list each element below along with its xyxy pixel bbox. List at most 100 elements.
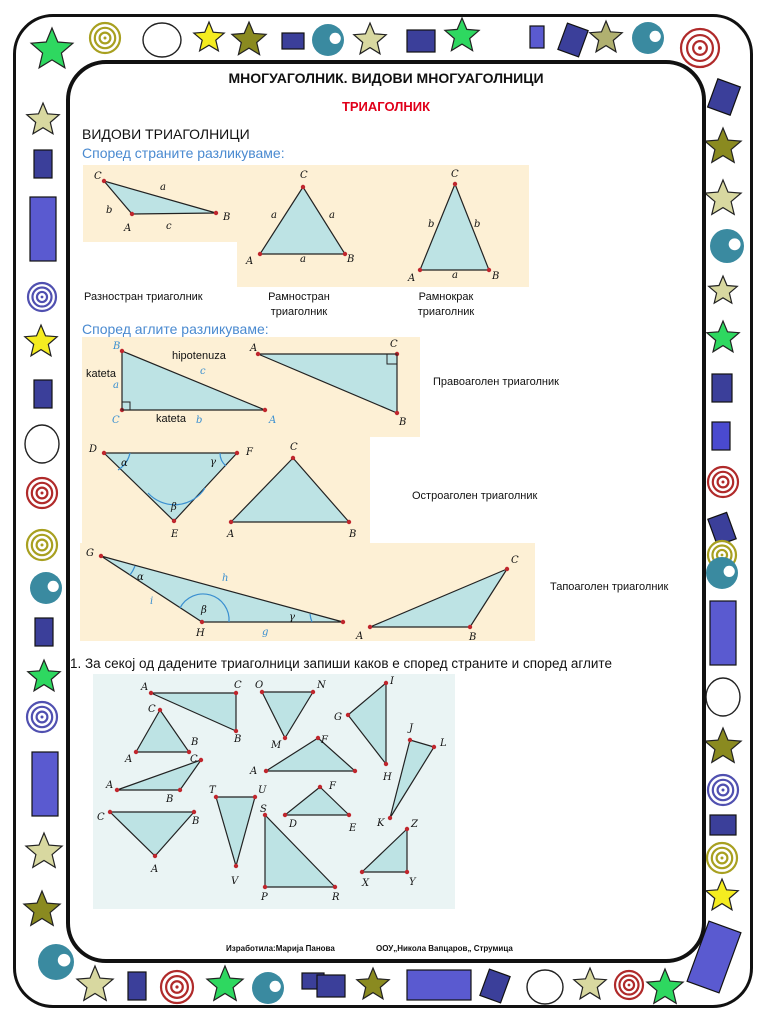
spiral-ring: [31, 286, 53, 308]
vertex-dot: [129, 211, 135, 217]
spiral-ring: [720, 553, 724, 557]
rectangle-icon: [686, 920, 742, 994]
exercise-triangle-11: [264, 813, 337, 888]
vertex-dot: [282, 812, 288, 818]
side-label: b: [428, 219, 434, 230]
vertex-dot: [359, 869, 365, 875]
star-icon: [29, 26, 75, 70]
rectangle-icon: [127, 971, 147, 1001]
shell-inner: [649, 30, 661, 42]
shell-icon: [312, 24, 344, 56]
label-equilateral: Рамностран триаголник: [268, 291, 330, 318]
angle-label: γ: [210, 457, 216, 468]
star-icon: [588, 19, 624, 54]
star-icon: [704, 877, 740, 912]
exercise-triangle-2: [134, 708, 191, 753]
vertex-dot: [315, 735, 321, 741]
spiral-ring: [622, 978, 636, 992]
rectangle-icon: [33, 149, 53, 179]
exercise-triangle-1: [150, 692, 237, 732]
shell-inner: [269, 980, 281, 993]
exercise-vertex-label: B: [191, 816, 199, 827]
triangle-equilateral: [258, 185, 347, 255]
vertex-dot: [300, 184, 306, 190]
section-heading: ВИДОВИ ТРИАГОЛНИЦИ: [82, 126, 250, 142]
exercise-vertex-label: Y: [409, 877, 417, 888]
triangle-isosceles: [419, 182, 490, 271]
vertex-dot: [133, 749, 139, 755]
vertex-dot: [345, 712, 351, 718]
vertex-dot: [101, 178, 107, 184]
vertex-label: A: [226, 529, 234, 540]
spiral-ring: [720, 856, 724, 860]
exercise-vertex-label: B: [233, 734, 241, 745]
exercise-vertex-label: O: [255, 680, 263, 691]
spiral-ring: [30, 481, 54, 505]
spiral-icon: [88, 21, 122, 55]
rectangle-icon: [706, 78, 742, 116]
spiral-ring: [627, 983, 631, 987]
label-acute: Остроаголен триаголник: [412, 490, 538, 502]
vertex-label: C: [511, 555, 519, 566]
spiral-icon: [25, 528, 59, 562]
vertex-dot: [346, 519, 352, 525]
vertex-label: B: [348, 529, 356, 540]
spiral-ring: [103, 36, 107, 40]
vertex-label: C: [390, 339, 398, 350]
rectangle-icon: [281, 32, 305, 50]
spiral-ring: [721, 788, 725, 792]
side-label: b: [196, 415, 202, 426]
vertex-dot: [101, 450, 107, 456]
angle-arc-alpha: [129, 565, 136, 576]
rectangle-icon: [31, 751, 59, 817]
exercise-vertex-label: C: [97, 812, 105, 823]
spiral-ring: [35, 538, 49, 552]
vertex-dot: [404, 869, 410, 875]
exercise-vertex-label: Z: [410, 819, 419, 830]
exercise-triangle-7: [389, 739, 435, 819]
angle-label: γ: [289, 612, 295, 623]
vertex-dot: [152, 853, 158, 859]
vertex-dot: [310, 689, 316, 695]
label-scalene: Разностран триаголник: [84, 291, 203, 303]
exercise-vertex-label: L: [439, 738, 447, 749]
rectangle-icon: [406, 29, 436, 53]
shell-icon: [706, 557, 738, 589]
star-icon: [230, 20, 268, 56]
star-icon: [26, 658, 62, 693]
outer-frame: [13, 14, 753, 1008]
spiral-ring: [175, 985, 179, 989]
rectangle-icon: [709, 600, 737, 666]
shell-icon: [38, 944, 74, 980]
exercise-triangle-6: [263, 737, 357, 772]
side-label: b: [474, 219, 480, 230]
star-icon: [23, 323, 59, 358]
shell-icon: [252, 972, 284, 1004]
vertex-label: B: [112, 341, 120, 352]
vertex-label: B: [468, 632, 476, 643]
side-label: b: [106, 205, 112, 216]
shell-inner: [57, 953, 71, 967]
exercise-vertex-label: R: [331, 892, 340, 903]
vertex-label: A: [123, 223, 131, 234]
vertex-label: G: [86, 548, 94, 559]
exercise-vertex-label: B: [190, 737, 198, 748]
vertex-dot: [255, 351, 261, 357]
exercise-vertex-label: I: [389, 676, 395, 687]
vertex-dot: [107, 809, 113, 815]
oval-icon: [526, 969, 564, 1005]
spiral-ring: [98, 31, 112, 45]
exercise-vertex-label: S: [260, 804, 267, 815]
by-sides-heading: Според страните разликуваме:: [82, 145, 285, 161]
oval-icon: [705, 677, 741, 717]
vertex-dot: [233, 690, 239, 696]
vertex-dot: [198, 757, 204, 763]
spiral-ring: [165, 975, 189, 999]
exercise-vertex-label: A: [105, 780, 113, 791]
vertex-dot: [252, 794, 258, 800]
shell-inner: [329, 32, 341, 45]
spiral-ring: [711, 470, 735, 494]
star-icon: [355, 966, 391, 1001]
vertex-dot: [148, 690, 154, 696]
